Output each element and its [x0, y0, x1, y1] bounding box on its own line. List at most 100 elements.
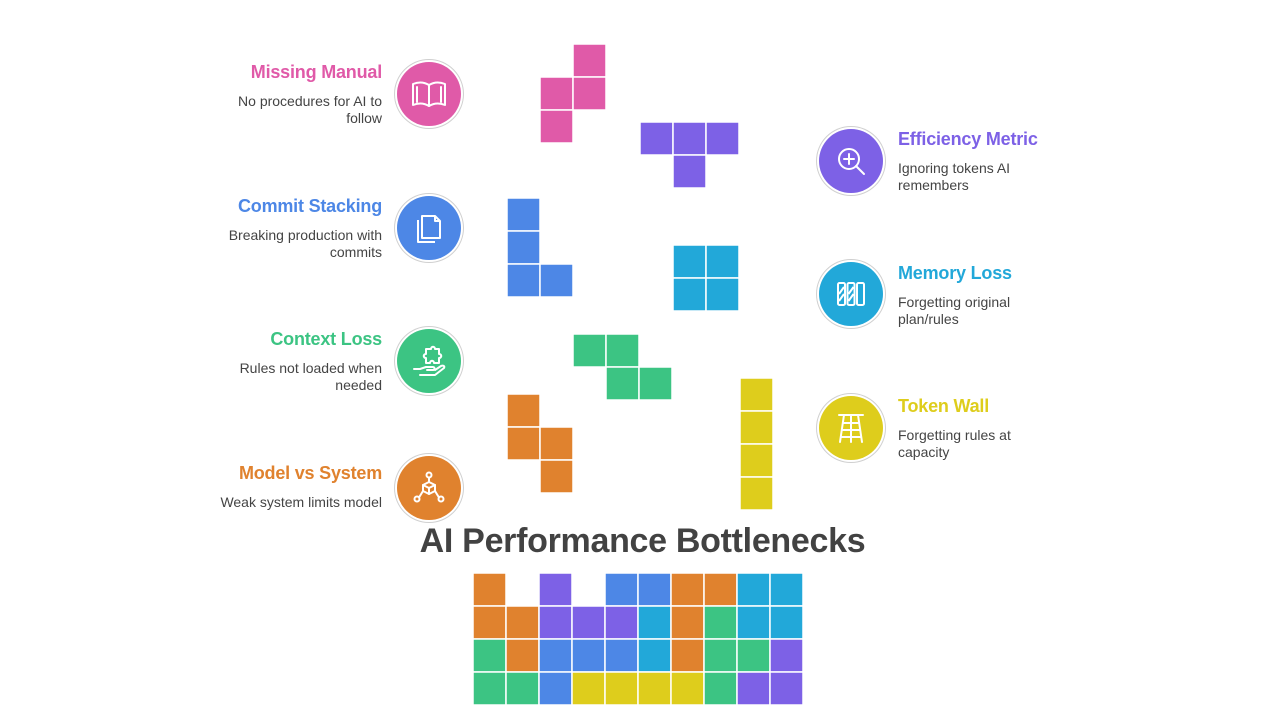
item-title: Model vs System [238, 463, 382, 483]
item-token-wall: Token Wall Forgetting rules at capacity [898, 396, 1011, 461]
cyan-piece-block [672, 277, 707, 312]
desc-line: Rules not loaded when [239, 360, 382, 376]
green-piece-block [605, 333, 640, 368]
pink-piece-block [572, 76, 607, 111]
item-description: Rules not loaded when needed [240, 360, 382, 394]
stack-block [637, 671, 672, 706]
network-cube-icon [397, 456, 461, 520]
item-title: Token Wall [898, 396, 990, 416]
puzzle-hand-icon [397, 329, 461, 393]
desc-line: Forgetting rules at [898, 427, 1011, 443]
green-piece-block [638, 366, 673, 401]
stack-block [604, 605, 639, 640]
stack-block [637, 605, 672, 640]
yellow-piece-block [739, 410, 774, 445]
stack-block [736, 572, 771, 607]
item-title: Context Loss [270, 329, 382, 349]
blue-piece-block [506, 197, 541, 232]
yellow-piece-block [739, 377, 774, 412]
stack-block [571, 638, 606, 673]
stack-block [736, 671, 771, 706]
yellow-piece-block [739, 476, 774, 511]
green-piece-block [572, 333, 607, 368]
stack-block [538, 638, 573, 673]
item-title: Missing Manual [250, 62, 382, 82]
stack-block [604, 671, 639, 706]
cyan-piece-block [705, 244, 740, 279]
pink-piece-block [539, 76, 574, 111]
blue-piece-block [506, 263, 541, 298]
desc-line: Weak system limits model [220, 494, 382, 510]
stack-block [670, 671, 705, 706]
item-description: Ignoring tokens AI remembers [898, 160, 1038, 194]
desc-line: follow [346, 110, 382, 126]
green-piece-block [605, 366, 640, 401]
orange-piece-block [506, 426, 541, 461]
desc-line: Breaking production with [228, 227, 382, 243]
purple-piece-block [639, 121, 674, 156]
stack-block [703, 605, 738, 640]
desc-line: remembers [898, 177, 969, 193]
desc-line: Ignoring tokens AI [898, 160, 1011, 176]
item-description: Weak system limits model [220, 494, 382, 511]
item-model-vs-system: Model vs System Weak system limits model [220, 463, 382, 511]
stack-block [472, 605, 507, 640]
stack-block [769, 605, 804, 640]
stack-block [670, 605, 705, 640]
cyan-piece-block [705, 277, 740, 312]
item-commit-stacking: Commit Stacking Breaking production with… [229, 196, 383, 261]
item-description: Forgetting rules at capacity [898, 427, 1011, 461]
stack-block [703, 638, 738, 673]
item-description: No procedures for AI to follow [238, 93, 382, 127]
desc-line: Forgetting original [898, 294, 1011, 310]
orange-piece-block [539, 426, 574, 461]
desc-line: needed [335, 377, 382, 393]
desc-line: commits [329, 244, 382, 260]
stack-block [703, 572, 738, 607]
zoom-in-icon [819, 129, 883, 193]
purple-piece-block [705, 121, 740, 156]
stack-block [604, 572, 639, 607]
desc-line: No procedures for AI to [238, 93, 382, 109]
item-memory-loss: Memory Loss Forgetting original plan/rul… [898, 263, 1012, 328]
orange-piece-block [539, 459, 574, 494]
documents-icon [397, 196, 461, 260]
stack-block [538, 572, 573, 607]
stack-block [769, 671, 804, 706]
item-missing-manual: Missing Manual No procedures for AI to f… [238, 62, 382, 127]
blue-piece-block [506, 230, 541, 265]
orange-piece-block [506, 393, 541, 428]
purple-piece-block [672, 154, 707, 189]
stack-block [538, 605, 573, 640]
ladder-icon [819, 396, 883, 460]
stack-block [703, 671, 738, 706]
desc-line: plan/rules [898, 311, 959, 327]
stack-block [472, 638, 507, 673]
stack-block [538, 671, 573, 706]
stack-block [736, 638, 771, 673]
blue-piece-block [539, 263, 574, 298]
pink-piece-block [539, 109, 574, 144]
item-title: Commit Stacking [237, 196, 382, 216]
columns-icon [819, 262, 883, 326]
stack-block [637, 572, 672, 607]
stack-block [505, 638, 540, 673]
item-description: Breaking production with commits [229, 227, 382, 261]
stack-block [604, 638, 639, 673]
yellow-piece-block [739, 443, 774, 478]
item-title: Memory Loss [898, 263, 1012, 283]
stack-block [637, 638, 672, 673]
stack-block [769, 572, 804, 607]
stack-block [571, 671, 606, 706]
item-efficiency-metric: Efficiency Metric Ignoring tokens AI rem… [898, 129, 1038, 194]
stack-block [505, 671, 540, 706]
pink-piece-block [572, 43, 607, 78]
stack-block [472, 572, 507, 607]
desc-line: capacity [898, 444, 950, 460]
stack-block [472, 671, 507, 706]
item-title: Efficiency Metric [898, 129, 1038, 149]
stack-block [670, 572, 705, 607]
book-icon [397, 62, 461, 126]
item-context-loss: Context Loss Rules not loaded when neede… [240, 329, 383, 394]
